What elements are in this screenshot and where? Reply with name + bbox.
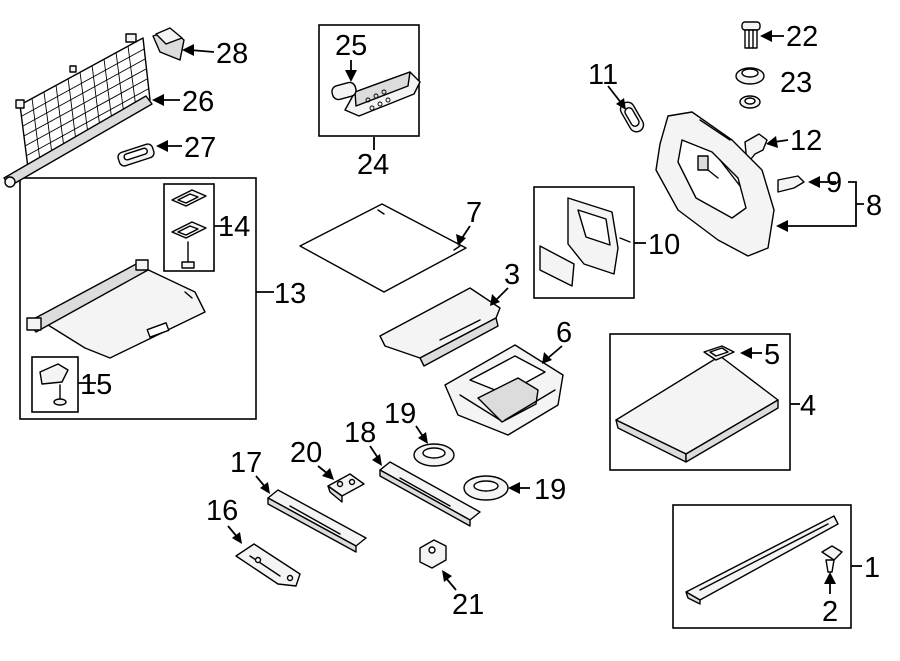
- leader-lines: [78, 30, 864, 594]
- grommet-19-upper: [413, 443, 455, 467]
- callout-21: 21: [452, 589, 484, 621]
- callout-26: 26: [182, 86, 214, 118]
- callout-23: 23: [780, 67, 812, 99]
- callout-20: 20: [290, 437, 322, 469]
- callout-5: 5: [764, 339, 780, 371]
- handle-part-27: [117, 143, 155, 167]
- callout-18: 18: [344, 417, 376, 449]
- trim-part-10: [539, 197, 631, 287]
- callout-19-upper: 19: [384, 398, 416, 430]
- callout-17: 17: [230, 447, 262, 479]
- bracket-part-20: [327, 473, 365, 503]
- callout-1: 1: [864, 552, 880, 584]
- cargo-floor-board: [615, 355, 779, 463]
- box-group-14: [163, 183, 215, 272]
- callout-12: 12: [790, 125, 822, 157]
- callout-22: 22: [786, 21, 818, 53]
- plug-part-22: [741, 21, 761, 49]
- callout-6: 6: [556, 317, 572, 349]
- fastener-set-14: [171, 189, 207, 269]
- grommet-19-lower: [463, 475, 509, 501]
- floor-panel: [379, 287, 501, 367]
- callout-2: 2: [822, 596, 838, 628]
- clip-part-21: [419, 539, 447, 569]
- callout-11: 11: [588, 59, 618, 91]
- floor-mat: [299, 203, 467, 293]
- callout-28: 28: [216, 38, 248, 70]
- callout-13: 13: [274, 278, 306, 310]
- box-group-13: [19, 177, 257, 420]
- callout-7: 7: [466, 197, 482, 229]
- clip-part-2: [821, 545, 843, 573]
- grommets-23: [735, 67, 765, 109]
- switch-assembly-24: [331, 71, 421, 117]
- callout-3: 3: [504, 259, 520, 291]
- callout-24: 24: [357, 149, 389, 181]
- sill-plate: [685, 515, 839, 605]
- callout-8: 8: [866, 190, 882, 222]
- rail-part-17: [267, 489, 367, 553]
- callout-16: 16: [206, 495, 238, 527]
- callout-27: 27: [184, 132, 216, 164]
- callout-9: 9: [826, 167, 842, 199]
- storage-tub: [444, 344, 564, 436]
- bracket-part-16: [235, 543, 301, 587]
- side-trim-panel: [655, 111, 775, 257]
- bracket-part-9: [777, 175, 805, 193]
- box-group-15: [31, 356, 79, 413]
- callout-10: 10: [648, 229, 680, 261]
- callout-14: 14: [218, 211, 250, 243]
- cargo-net: [3, 33, 153, 188]
- insert-part-5: [703, 345, 735, 361]
- rail-part-18: [379, 461, 481, 527]
- callout-labels: 28 26 27 25 24 22 23 11 12 9 8 7 3 10 6 …: [80, 21, 882, 628]
- tonneau-cover: [26, 259, 206, 359]
- callout-25: 25: [335, 30, 367, 62]
- clip-part-28: [152, 27, 185, 61]
- callout-19-lower: 19: [534, 474, 566, 506]
- callout-15: 15: [80, 369, 112, 401]
- box-group-4: [609, 333, 791, 471]
- callout-4: 4: [800, 390, 816, 422]
- bracket-bolt-15: [39, 363, 69, 406]
